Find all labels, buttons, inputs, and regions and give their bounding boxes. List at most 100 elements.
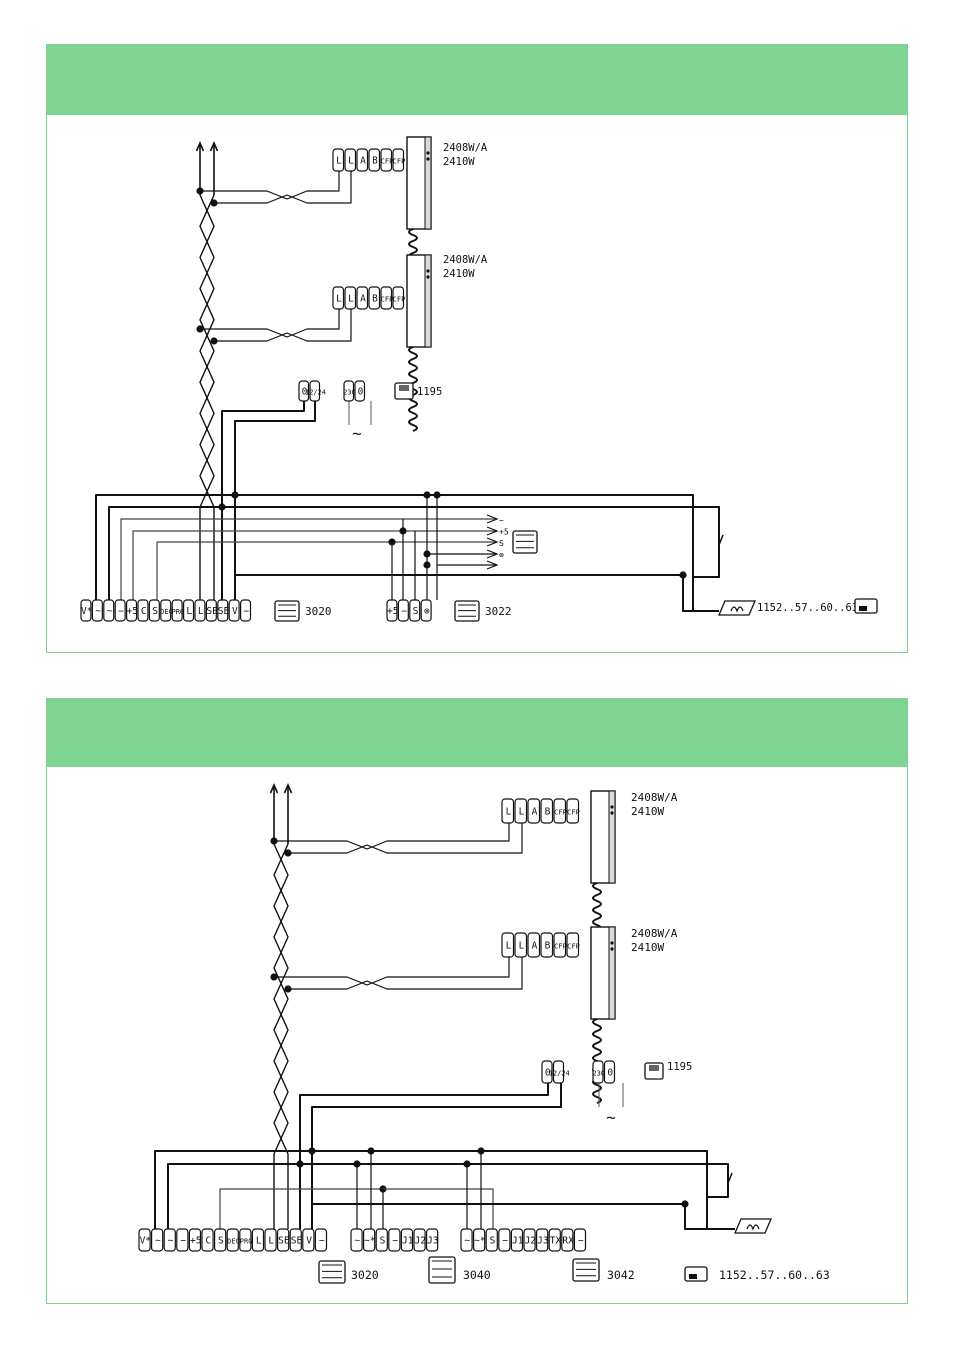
handset-2-terminal — [368, 286, 381, 310]
panel-3020-terminal — [194, 599, 206, 622]
panel-3042-terminal — [561, 1228, 574, 1252]
panel-3020-terminal-label: SE — [218, 606, 230, 617]
handset-1-terminal — [332, 148, 345, 172]
handset-4-terminal — [527, 932, 541, 958]
panel-3020-b-terminal-label: − — [319, 1236, 325, 1247]
panel-3020-b-terminal — [302, 1228, 315, 1252]
push-button-switch-icon — [718, 534, 724, 546]
panel-3020-b-terminal-label: L — [268, 1236, 274, 1247]
relay-1195-b-terminal-label: 0 — [545, 1068, 551, 1079]
handset-1-terminal-label: CFP — [381, 158, 394, 166]
relay-1195-b-terminal — [603, 1060, 616, 1084]
handset-2-handle — [424, 254, 432, 348]
handset-1-terminal-label: CFP — [393, 158, 406, 166]
panel-3020-b-terminal-label: L — [256, 1236, 262, 1247]
button-icon — [426, 275, 430, 279]
handset-4-terminal-label: B — [545, 941, 551, 952]
panel-3042-terminal — [536, 1228, 549, 1252]
panel-3042-terminal — [510, 1228, 524, 1252]
panel-3020-terminal — [160, 599, 172, 622]
panel-3042-terminal-label: − — [502, 1236, 508, 1247]
panel-3020-terminal-label: ~ — [107, 606, 113, 617]
panel-3022-terminal-label: S — [413, 606, 419, 617]
handset-3-terminal — [527, 798, 541, 824]
panel-3020-b-terminal — [277, 1228, 290, 1252]
handset-2-terminal-label: L — [336, 294, 342, 305]
panel-3020-terminal-label: V — [232, 606, 238, 617]
panel-3020-terminal-label: L — [198, 606, 204, 617]
lock-icon-detail — [859, 606, 867, 611]
signal-wire — [120, 518, 497, 610]
button-icon — [426, 151, 430, 155]
panel-3020-terminal-label: S — [152, 606, 158, 617]
panel-3020-terminal — [137, 599, 149, 622]
panel-3042-terminal — [473, 1228, 486, 1252]
panel-3020-terminal-label: − — [118, 606, 124, 617]
panel-3022-terminal — [409, 599, 421, 622]
panel-header-top — [47, 45, 907, 115]
ac-symbol-label: ~ — [606, 1108, 616, 1127]
handset-1-terminal — [344, 148, 357, 172]
signal-label: +5 — [499, 528, 509, 537]
arrow-right-icon — [486, 537, 499, 547]
panel-3022-terminal-label: +5 — [387, 606, 398, 617]
panel-3020-terminal-label: L — [186, 606, 192, 617]
ac-symbol-label: ~ — [352, 424, 362, 443]
button-icon — [610, 947, 614, 951]
panel-3020-b-terminal — [289, 1228, 302, 1252]
relay-1195-b-terminal-label: 12/24 — [549, 1070, 570, 1078]
panel-3020-b-terminal — [239, 1228, 252, 1252]
panel-3042-terminal-label: TX — [550, 1236, 562, 1247]
signal-wire — [383, 1188, 494, 1229]
panel-3020-b-terminal-label: SE — [291, 1236, 303, 1247]
handset-1-wire — [214, 171, 352, 204]
panel-3042-label: 3042 — [607, 1268, 635, 1282]
signal-label: ⊗ — [499, 551, 504, 560]
panel-3040-terminal — [363, 1228, 376, 1252]
handset-2-terminal-label: CFP — [393, 296, 406, 304]
module-3022-icon-small — [512, 530, 538, 554]
panel-3040-terminal-label: J2 — [415, 1236, 426, 1247]
arrow-right-icon — [486, 514, 499, 524]
arrow-up-icon — [269, 783, 279, 794]
panel-3042-terminal — [548, 1228, 561, 1252]
relay-1195-terminal-label: 230 — [343, 389, 356, 397]
twisted-pair-wire — [199, 194, 215, 508]
handset-2-wire — [214, 309, 352, 342]
handset-4-terminal — [514, 932, 528, 958]
handset-3-terminal-label: L — [519, 807, 525, 818]
handset-2-terminal — [344, 286, 357, 310]
panel-3020-terminal-label: +5 — [127, 606, 138, 617]
panel-3022-terminal — [397, 599, 409, 622]
relay-1195-label: 1195 — [417, 386, 442, 398]
panel-3042-terminal-label: J2 — [525, 1236, 536, 1247]
relay-1195-icon-detail — [399, 385, 409, 391]
handset-3-terminal-label: CFP — [554, 809, 567, 817]
handset-2-terminal — [392, 286, 405, 310]
panel-3020-b-terminal-label: ~ — [168, 1236, 174, 1247]
door-lock-1152-b — [734, 1218, 772, 1234]
panel-3020-b-terminal — [163, 1228, 176, 1252]
handset-4-terminal-label: L — [506, 941, 512, 952]
panel-3020-b-terminal — [188, 1228, 202, 1252]
panel-3022-terminal-label: ⊗ — [424, 606, 430, 617]
lock-label: 1152..57..60..63 — [719, 1268, 830, 1282]
panel-3040-terminal-label: S — [380, 1236, 386, 1247]
panel-3042-terminal-label: J1 — [512, 1236, 524, 1247]
handset-1-handle — [424, 136, 432, 230]
handset-4-wire — [274, 957, 510, 986]
handset-2-terminal-label: B — [372, 294, 378, 305]
panel-3022-terminal-label: − — [401, 606, 407, 617]
lock-label: 1152..57..60..63 — [757, 602, 858, 614]
handset-3-model-label: 2410W — [631, 805, 664, 818]
handset-4-terminal — [566, 932, 580, 958]
handset-2-model-label: 2408W/A — [443, 254, 488, 266]
panel-3022-label: 3022 — [485, 605, 512, 618]
panel-3020-b-terminal — [176, 1228, 189, 1252]
panel-3020-b-terminal-label: DEC — [227, 1238, 240, 1246]
panel-3042-terminal-label: ~* — [474, 1236, 485, 1247]
signal-wire — [156, 541, 497, 610]
arrow-right-icon — [486, 549, 499, 559]
panel-3042-terminal — [523, 1228, 536, 1252]
